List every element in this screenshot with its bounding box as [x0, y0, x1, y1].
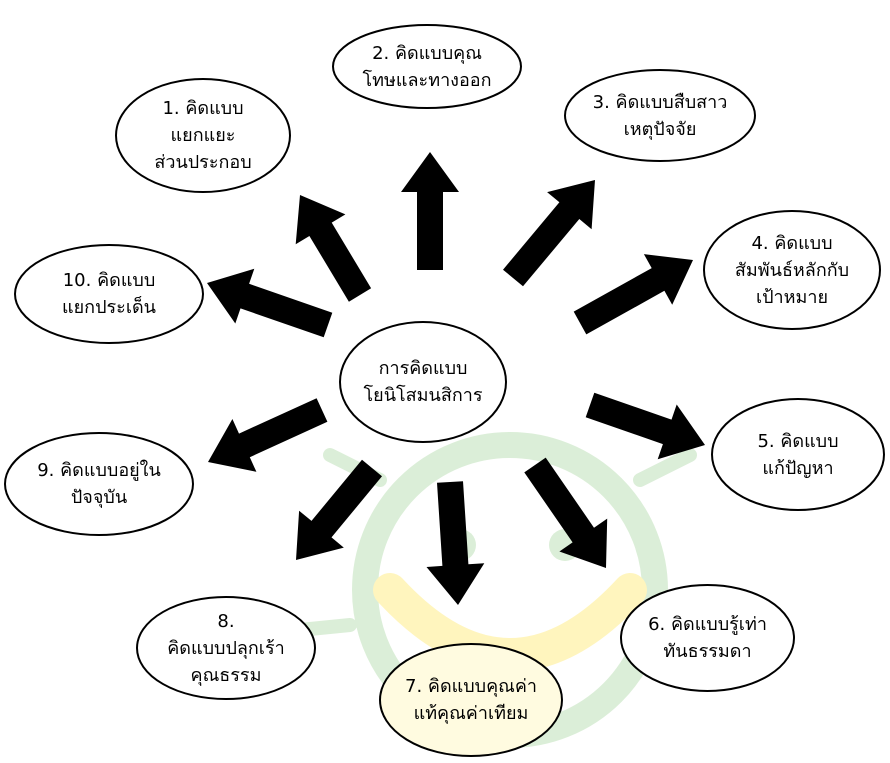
arrow-to-node-9 — [208, 398, 328, 472]
center-node-label: การคิดแบบ โยนิโสมนสิการ — [363, 358, 483, 406]
arrow-group — [207, 152, 705, 605]
arrow-to-node-4 — [573, 254, 693, 335]
node-5-label: 5. คิดแบบ แก้ปัญหา — [757, 430, 839, 479]
node-4-label: 4. คิดแบบ สัมพันธ์หลักกับ เป้าหมาย — [734, 232, 850, 308]
node-6-ellipse — [620, 584, 795, 692]
node-3-ellipse — [564, 69, 756, 162]
node-7-label: 7. คิดแบบคุณค่า แท้คุณค่าเทียม — [405, 676, 537, 724]
arrow-to-node-1 — [295, 195, 372, 302]
node-6-label: 6. คิดแบบรู้เท่า ทันธรรมดา — [648, 614, 767, 662]
node-6-awareness: 6. คิดแบบรู้เท่า ทันธรรมดา — [620, 584, 795, 692]
node-5-ellipse — [711, 398, 885, 511]
center-node: การคิดแบบ โยนิโสมนสิการ — [339, 321, 507, 443]
node-1-label: 1. คิดแบบ แยกแยะ ส่วนประกอบ — [154, 98, 252, 173]
node-7-true-false-value: 7. คิดแบบคุณค่า แท้คุณค่าเทียม — [379, 643, 563, 757]
node-8-ellipse — [136, 596, 316, 700]
arrow-to-node-6 — [524, 457, 608, 568]
node-10-issue-separation: 10. คิดแบบ แยกประเด็น — [14, 244, 204, 344]
node-3-label: 3. คิดแบบสืบสาว เหตุปัจจัย — [592, 91, 728, 140]
arrow-to-node-3 — [503, 180, 595, 287]
node-4-ellipse — [703, 210, 881, 330]
node-10-label: 10. คิดแบบ แยกประเด็น — [62, 270, 156, 318]
arrow-to-node-10 — [207, 268, 333, 338]
center-node-ellipse — [339, 321, 507, 443]
node-3-cause-tracing: 3. คิดแบบสืบสาว เหตุปัจจัย — [564, 69, 756, 162]
node-7-ellipse — [379, 643, 563, 757]
arrow-to-node-7 — [426, 481, 485, 605]
arrow-to-node-5 — [585, 392, 705, 460]
node-1-ellipse — [115, 78, 291, 193]
node-8-label: 8. คิดแบบปลุกเร้า คุณธรรม — [167, 610, 285, 686]
node-1-decomposition: 1. คิดแบบ แยกแยะ ส่วนประกอบ — [115, 78, 291, 193]
arrow-to-node-2 — [401, 152, 459, 270]
node-8-virtue-arousing: 8. คิดแบบปลุกเร้า คุณธรรม — [136, 596, 316, 700]
arrow-to-node-8 — [296, 459, 382, 560]
node-2-ellipse — [332, 24, 522, 109]
node-9-label: 9. คิดแบบอยู่ใน ปัจจุบัน — [37, 460, 161, 508]
node-9-ellipse — [4, 432, 194, 536]
node-4-principle-goal: 4. คิดแบบ สัมพันธ์หลักกับ เป้าหมาย — [703, 210, 881, 330]
node-5-problem-solving: 5. คิดแบบ แก้ปัญหา — [711, 398, 885, 511]
node-10-ellipse — [14, 244, 204, 344]
node-2-pros-cons-solution: 2. คิดแบบคุณ โทษและทางออก — [332, 24, 522, 109]
node-2-label: 2. คิดแบบคุณ โทษและทางออก — [362, 42, 492, 91]
node-9-present-moment: 9. คิดแบบอยู่ใน ปัจจุบัน — [4, 432, 194, 536]
